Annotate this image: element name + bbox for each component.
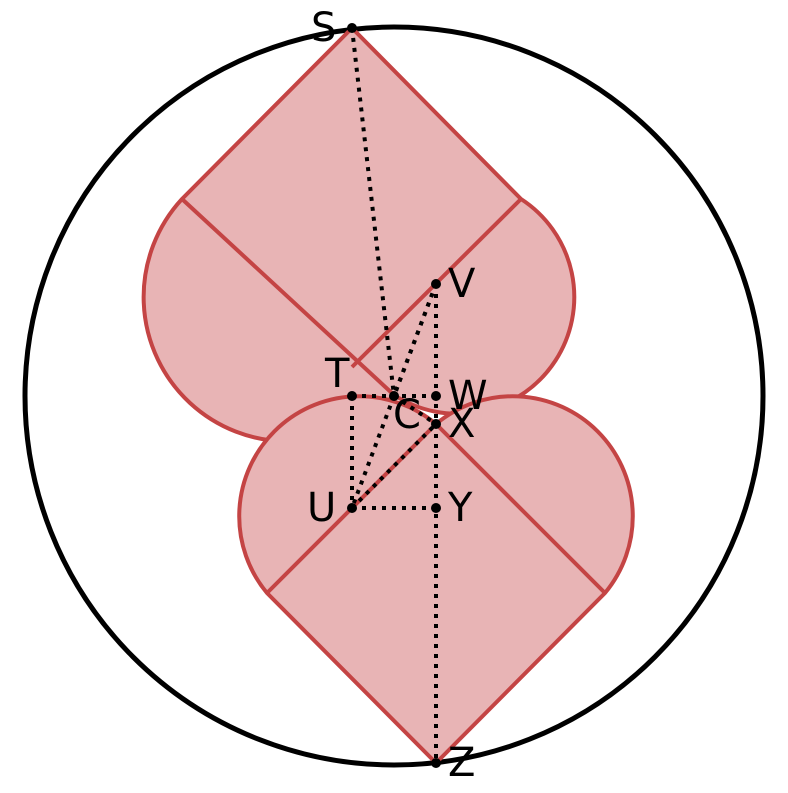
point-y — [431, 503, 441, 513]
guide-s-c — [350, 27, 396, 397]
lower-heart-diagonal-right — [434, 422, 607, 595]
point-v — [431, 279, 441, 289]
point-c — [389, 391, 399, 401]
point-x — [431, 419, 441, 429]
label-v: V — [448, 261, 476, 307]
label-s: S — [311, 5, 336, 51]
outer-circle — [22, 24, 766, 768]
point-w — [431, 391, 441, 401]
point-u — [347, 503, 357, 513]
point-z — [431, 758, 441, 768]
label-c: C — [393, 392, 421, 438]
labels: S T C V W X U Y Z — [307, 5, 488, 786]
label-y: Y — [447, 485, 473, 531]
label-z: Z — [448, 740, 475, 786]
label-x: X — [448, 401, 475, 447]
guide-c-x — [392, 394, 438, 426]
point-t — [347, 391, 357, 401]
point-s — [347, 23, 357, 33]
label-w: W — [448, 373, 488, 419]
label-t: T — [324, 351, 350, 397]
label-u: U — [307, 485, 336, 531]
points — [347, 23, 441, 768]
